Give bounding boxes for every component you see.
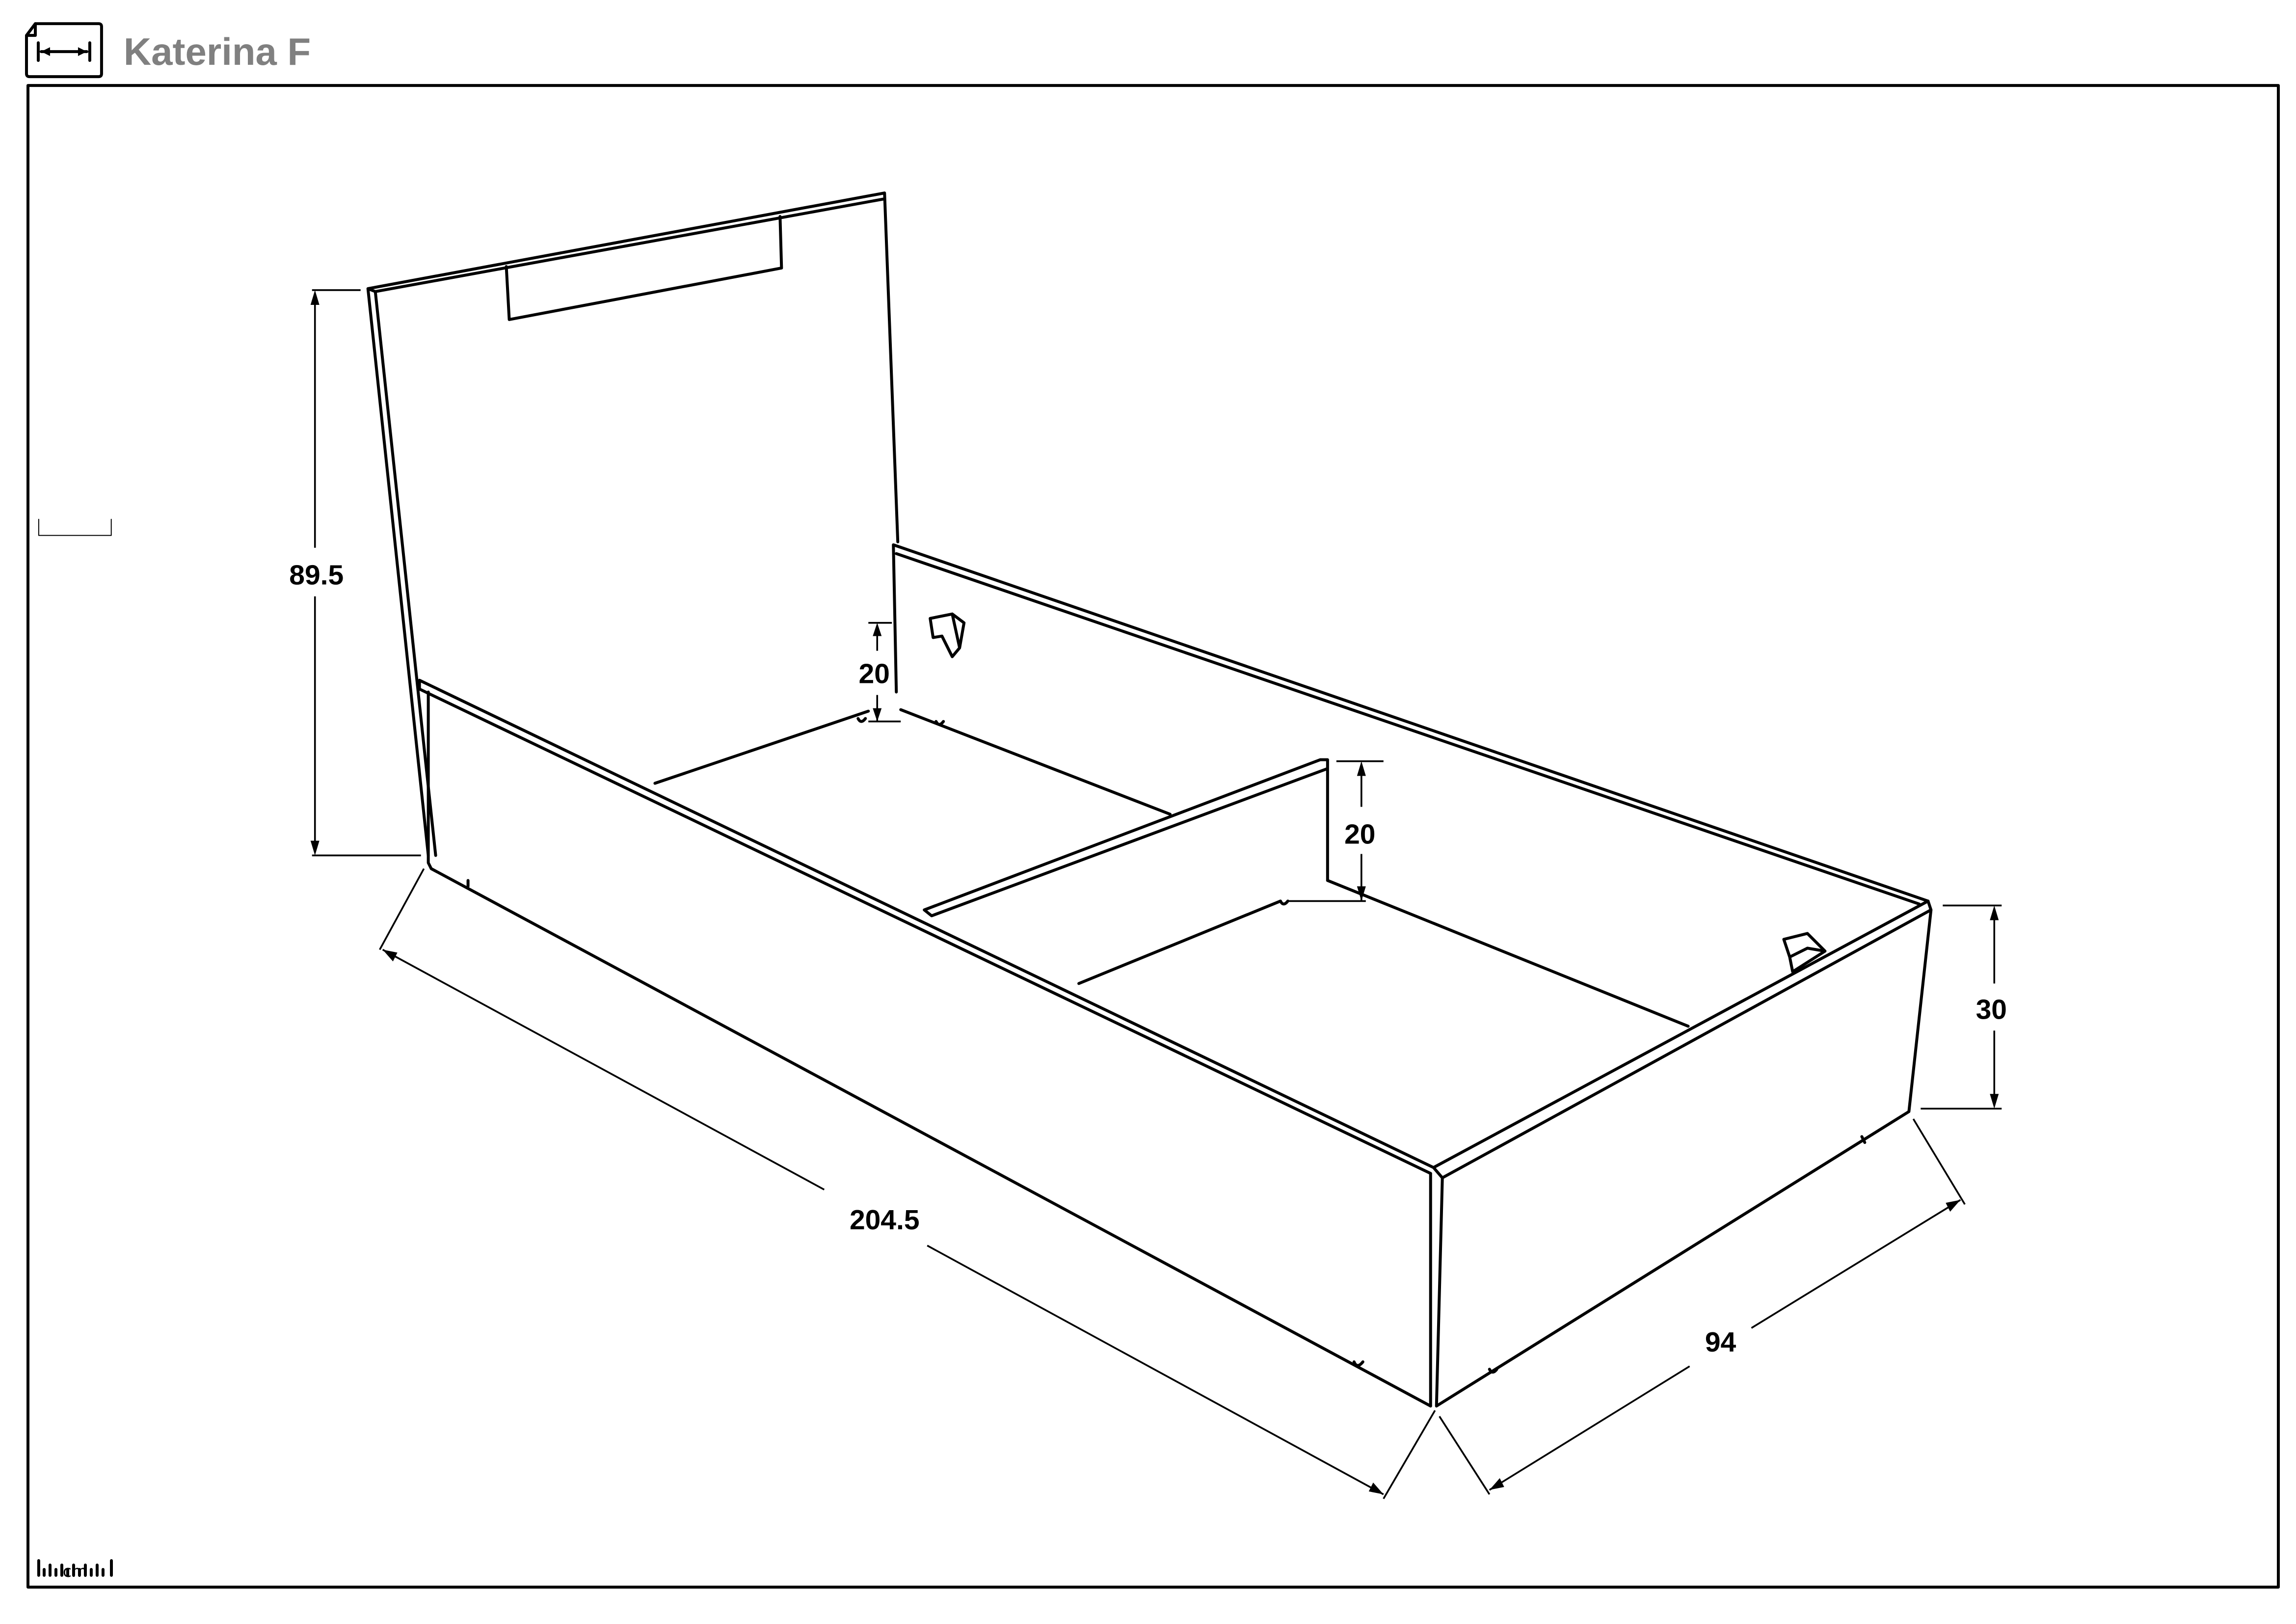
dimension-headboard-height: 89.5 xyxy=(289,289,421,857)
dimension-label: 204.5 xyxy=(850,1204,920,1236)
dimension-length: 204.5 xyxy=(379,868,1436,1499)
dimension-label: 30 xyxy=(1976,994,2007,1025)
headboard-handle-cutout xyxy=(505,215,783,321)
dimension-inner-depth-back: 20 xyxy=(859,622,901,723)
dimension-label: 20 xyxy=(859,658,890,690)
bracket-icon xyxy=(1782,932,1827,974)
dimension-width: 94 xyxy=(1439,1118,1966,1495)
dimension-side-height: 30 xyxy=(1921,904,2007,1110)
bracket-icon xyxy=(929,612,966,658)
dimension-inner-depth-middle: 20 xyxy=(1287,760,1384,902)
bed-outline xyxy=(366,191,1933,1407)
dimension-sheet-icon xyxy=(25,22,103,79)
dimension-label: 89.5 xyxy=(289,560,344,591)
unit-label: cm xyxy=(63,1562,87,1581)
page-title: Katerina F xyxy=(124,30,311,73)
dimension-label: 94 xyxy=(1705,1326,1736,1358)
dimension-label: 20 xyxy=(1344,818,1375,850)
drawing-frame xyxy=(26,84,2280,1589)
ruler-icon xyxy=(37,518,113,1577)
